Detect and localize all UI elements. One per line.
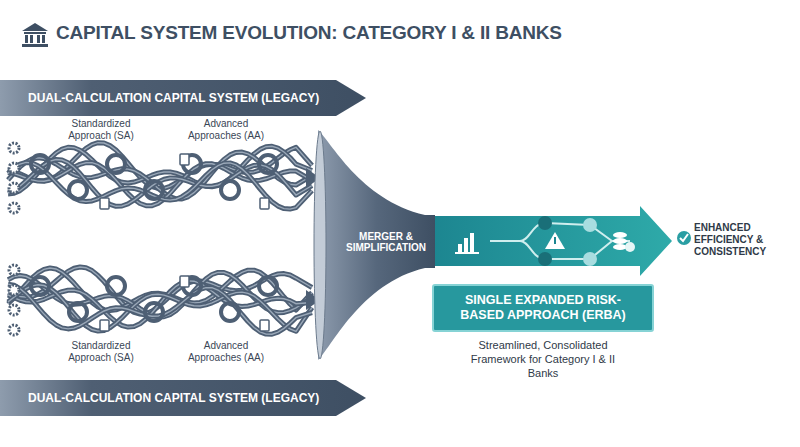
erba-description: Streamlined, Consolidated Framework for … — [432, 339, 654, 380]
pipe — [8, 284, 312, 334]
funnel-label-text: MERGER & SIMPLIFICATION — [340, 231, 432, 254]
pipe — [8, 162, 312, 209]
axis — [455, 252, 479, 254]
bar — [458, 244, 462, 252]
bar — [464, 238, 468, 252]
pipe-shine — [8, 284, 312, 334]
bank-beam — [24, 32, 46, 34]
node-dot — [583, 218, 597, 232]
gear-icon — [9, 163, 19, 173]
merger-funnel: MERGER & SIMPLIFICATION — [318, 130, 435, 360]
approach-label: Standardized Approach (SA) — [56, 118, 146, 141]
pipe-loop — [145, 303, 163, 321]
gear-icon — [9, 285, 19, 295]
check-circle — [677, 231, 691, 245]
bank-pillar — [30, 35, 33, 43]
tangled-pipes — [8, 143, 320, 335]
pipe-loop — [31, 155, 49, 173]
pipe-loop — [69, 303, 87, 321]
approach-label: Standardized Approach (SA) — [56, 340, 146, 363]
bank-icon — [22, 23, 48, 47]
band-label: DUAL-CALCULATION CAPITAL SYSTEM (LEGACY) — [0, 80, 365, 116]
node-dot — [538, 216, 552, 230]
gear-icon — [9, 305, 19, 315]
coin — [613, 238, 627, 244]
approach-label: Advanced Approaches (AA) — [178, 340, 274, 363]
pipe-shine — [8, 162, 312, 209]
doc-icon — [260, 198, 269, 209]
chart-icon — [455, 233, 479, 254]
pipe-loop — [259, 277, 277, 295]
warning-mark — [554, 237, 556, 244]
outcome-label: ENHANCED EFFICIENCY & CONSISTENCY — [694, 222, 794, 258]
pipe-loop — [31, 277, 49, 295]
coins-icon — [613, 232, 635, 252]
pipe-loop — [69, 181, 87, 199]
pipe-loop — [259, 155, 277, 173]
band-label: DUAL-CALCULATION CAPITAL SYSTEM (LEGACY) — [0, 380, 365, 416]
doc-icon — [100, 198, 109, 209]
node-dot — [538, 252, 552, 266]
bank-base — [22, 44, 48, 47]
coin — [625, 242, 635, 252]
erba-heading: SINGLE EXPANDED RISK-BASED APPROACH (ERB… — [460, 293, 626, 322]
pipe-loop — [221, 303, 239, 321]
gear-icon — [9, 143, 19, 153]
band-arrow — [0, 380, 366, 416]
bank-pillar — [25, 35, 28, 43]
gear-icon — [9, 183, 19, 193]
gear-icon — [9, 325, 19, 335]
pipe-loop — [107, 155, 125, 173]
gear-icon — [9, 265, 19, 275]
bank-roof — [22, 23, 48, 31]
pipe-loop — [145, 181, 163, 199]
doc-icon — [100, 320, 109, 331]
erba-heading-box: SINGLE EXPANDED RISK-BASED APPROACH (ERB… — [432, 284, 654, 332]
warning-triangle — [545, 232, 565, 249]
branch-lines — [490, 223, 630, 259]
doc-icon — [180, 154, 189, 165]
pipe-loop — [107, 277, 125, 295]
doc-icon — [180, 276, 189, 287]
check-icon — [677, 231, 691, 245]
coin — [613, 232, 627, 238]
funnel-body — [318, 130, 435, 360]
coin — [613, 244, 627, 250]
band-arrow — [0, 80, 366, 116]
teal-arrow — [428, 206, 672, 276]
funnel-label: MERGER & SIMPLIFICATION — [340, 215, 432, 269]
branch — [520, 241, 612, 259]
erba-box: SINGLE EXPANDED RISK-BASED APPROACH (ERB… — [432, 284, 654, 380]
node-dot — [583, 252, 597, 266]
funnel-mouth — [314, 131, 326, 359]
bank-pillar — [42, 35, 45, 43]
bar — [470, 233, 474, 252]
check-mark — [680, 234, 688, 241]
bank-pillar — [37, 35, 40, 43]
pipe-loop — [221, 181, 239, 199]
diagram-title: CAPITAL SYSTEM EVOLUTION: CATEGORY I & I… — [56, 22, 562, 44]
approach-label: Advanced Approaches (AA) — [178, 118, 274, 141]
legacy-band-arrow: DUAL-CALCULATION CAPITAL SYSTEM (LEGACY) — [0, 380, 365, 416]
gear-icon — [9, 203, 19, 213]
legacy-band-arrow: DUAL-CALCULATION CAPITAL SYSTEM (LEGACY) — [0, 80, 365, 116]
doc-icon — [260, 320, 269, 331]
output-arrow — [428, 206, 672, 276]
